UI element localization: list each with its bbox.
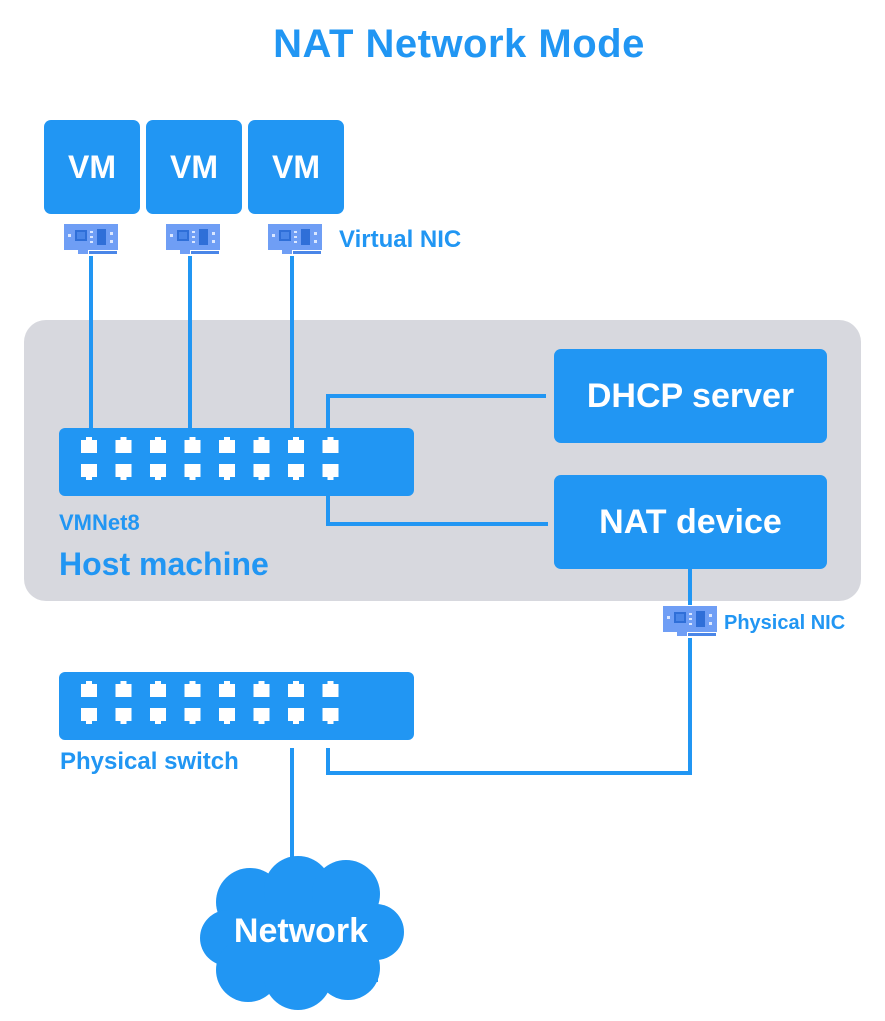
switch-port-icon (219, 708, 235, 724)
switch-port-icon (81, 681, 97, 697)
switch-port-icon (322, 464, 339, 480)
vm3-link-line (290, 320, 294, 430)
switch-port-icon (219, 464, 235, 480)
switch-port-icon (81, 708, 97, 724)
switch-port-icon (288, 437, 304, 453)
switch-port-icon (322, 437, 339, 453)
switch-port-icon (150, 681, 166, 697)
dhcp-server-box: DHCP server (554, 349, 827, 443)
switch-port-icon (81, 437, 97, 453)
vm2-link-line (188, 320, 192, 430)
switch-port-icon (184, 708, 201, 724)
vm-label: VM (272, 148, 320, 185)
dhcp-server-label: DHCP server (586, 376, 795, 415)
vm-box-1: VM (44, 120, 140, 214)
switch-port-icon (115, 437, 132, 453)
switch-port-icon (253, 708, 270, 724)
switch-port-icon (184, 437, 201, 453)
nat-uplink-line (688, 569, 692, 605)
switch-port-icon (81, 464, 97, 480)
switch-port-icon (115, 681, 132, 697)
switch-port-icon (253, 464, 270, 480)
nat-device-box: NAT device (554, 475, 827, 569)
switch-port-icon (322, 708, 339, 724)
virtual-nic-label: Virtual NIC (339, 226, 462, 253)
switch-port-icon (322, 681, 339, 697)
switch-ports (81, 681, 339, 724)
switch-port-icon (219, 437, 235, 453)
switch-port-icon (150, 708, 166, 724)
physical-switch-label: Physical switch (60, 748, 239, 775)
network-label: Network (233, 912, 369, 950)
vm-box-2: VM (146, 120, 242, 214)
switch-port-icon (253, 437, 270, 453)
physical-nic-link-line (326, 771, 692, 775)
switch-port-icon (253, 681, 270, 697)
network-card-icon (62, 222, 120, 256)
host-machine-label: Host machine (59, 546, 269, 582)
physical-nic-link-line (326, 748, 330, 775)
switch-port-icon (288, 708, 304, 724)
dhcp-link-line (326, 394, 546, 398)
physical-network-card-icon (661, 604, 719, 638)
switch-ports (81, 437, 339, 480)
nat-link-line (326, 522, 548, 526)
switch-port-icon (150, 437, 166, 453)
switch-port-icon (115, 708, 132, 724)
diagram-title: NAT Network Mode (273, 22, 645, 66)
network-cloud: Network (198, 852, 404, 1012)
physical-nic-link-line (688, 638, 692, 775)
dhcp-link-line (326, 394, 330, 430)
physical-switch (59, 672, 414, 740)
vm-label: VM (68, 148, 116, 185)
nat-link-line (326, 496, 330, 526)
nat-device-label: NAT device (599, 502, 782, 541)
network-card-icon (266, 222, 324, 256)
cloud-icon (200, 856, 404, 1010)
switch-port-icon (115, 464, 132, 480)
switch-port-icon (288, 464, 304, 480)
physical-nic-label: Physical NIC (724, 612, 846, 634)
switch-port-icon (150, 464, 166, 480)
switch-port-icon (184, 464, 201, 480)
vm-box-3: VM (248, 120, 344, 214)
switch-port-icon (219, 681, 235, 697)
switch-port-icon (288, 681, 304, 697)
network-link-line (290, 748, 294, 858)
vm-label: VM (170, 148, 218, 185)
vmnet8-label: VMNet8 (59, 510, 140, 535)
switch-port-icon (184, 681, 201, 697)
vm1-link-line (89, 320, 93, 430)
virtual-switch-vmnet8 (59, 428, 414, 496)
network-card-icon (164, 222, 222, 256)
